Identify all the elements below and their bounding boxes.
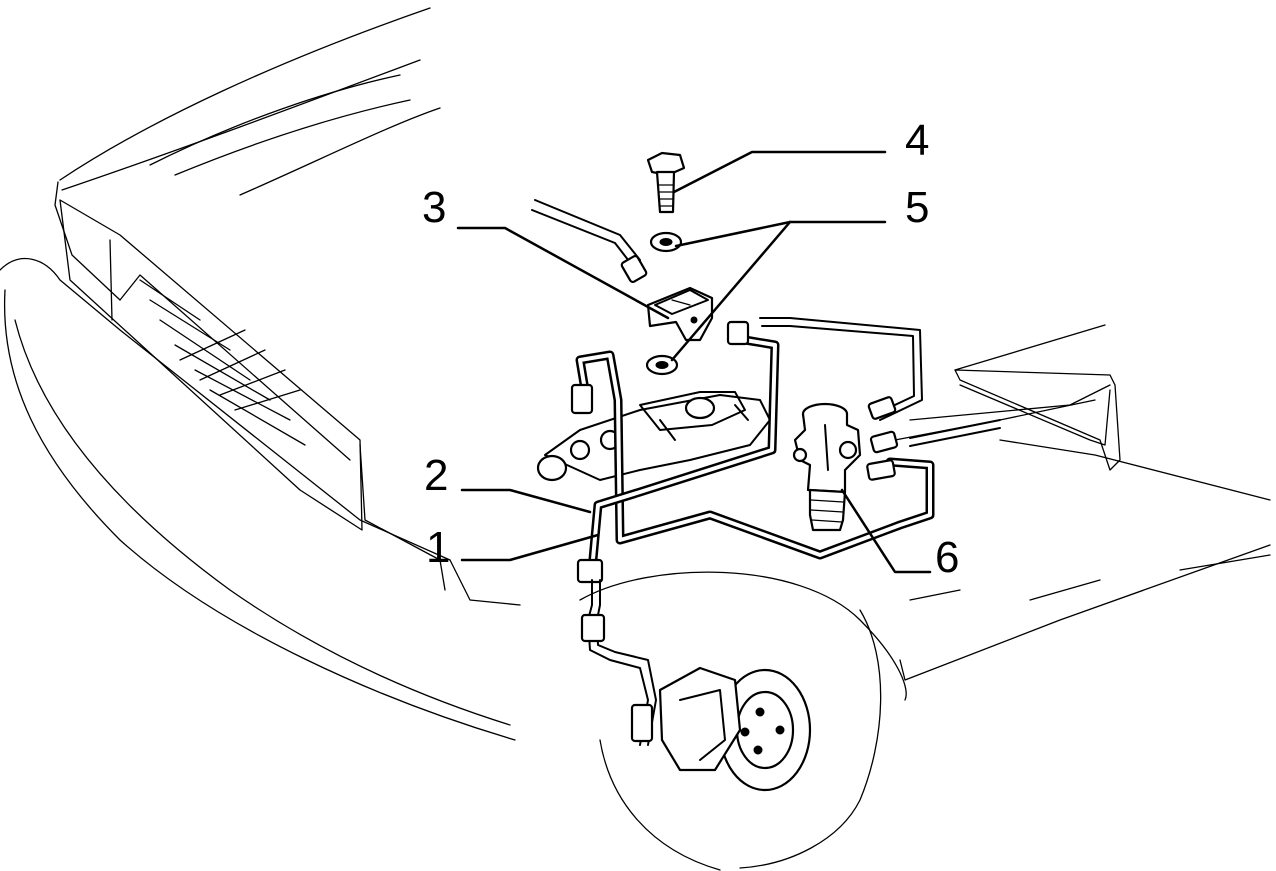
fitting-right-3 xyxy=(866,459,896,481)
pipe-fittings xyxy=(570,254,899,584)
callout-labels: 4 5 3 2 1 6 xyxy=(422,116,959,582)
fitting-center xyxy=(726,320,750,346)
callout-6: 6 xyxy=(935,533,959,582)
callout-4: 4 xyxy=(905,116,929,165)
leader-1 xyxy=(460,533,600,562)
callout-1: 1 xyxy=(426,523,450,572)
fitting-right-2 xyxy=(869,430,899,454)
leader-6 xyxy=(840,488,932,574)
leader-3 xyxy=(456,226,670,320)
brake-pipes xyxy=(531,199,1001,575)
callout-2: 2 xyxy=(424,451,448,500)
leader-4 xyxy=(672,150,887,194)
bolt xyxy=(646,151,686,214)
brake-pressure-regulator xyxy=(792,402,862,532)
callout-5: 5 xyxy=(905,183,929,232)
leader-5b xyxy=(670,220,792,362)
fitting-right-1 xyxy=(867,396,897,420)
fitting-left-upper xyxy=(570,383,594,415)
leader-2 xyxy=(460,488,592,514)
leader-lines xyxy=(456,150,932,574)
bracket xyxy=(646,286,714,342)
fitting-top-left xyxy=(620,254,648,284)
brake-hose-and-disc xyxy=(580,579,812,792)
car-body-outline xyxy=(0,7,1271,871)
washers xyxy=(645,231,683,376)
callout-3: 3 xyxy=(422,183,446,232)
fitting-left-lower xyxy=(576,558,604,584)
